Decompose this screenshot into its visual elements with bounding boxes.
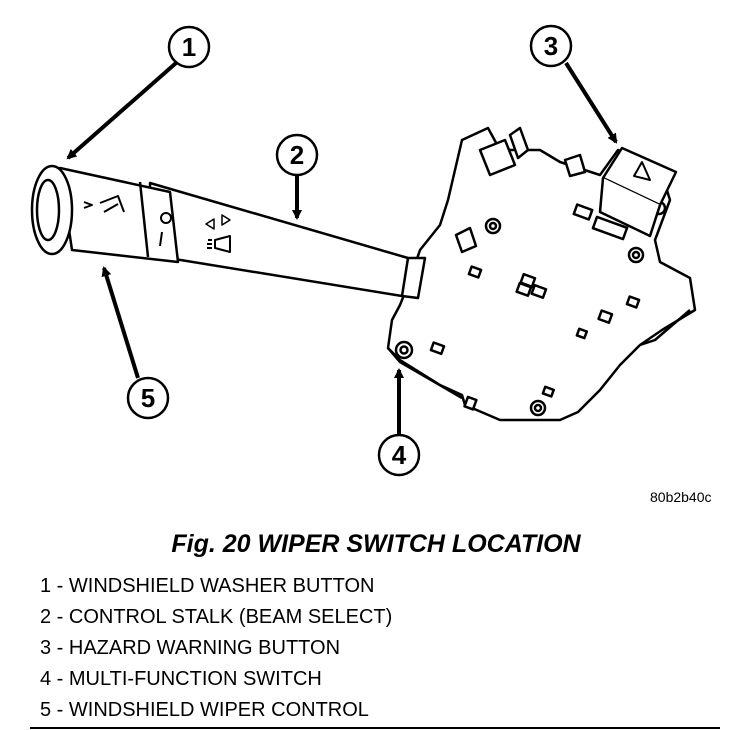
hazard-warning-button: [598, 146, 678, 238]
legend-item-4: 4 - MULTI-FUNCTION SWITCH: [40, 668, 322, 690]
leader-arrow-3: [564, 61, 618, 144]
callout-1: 1: [167, 25, 211, 69]
callout-5: 5: [126, 376, 170, 420]
svg-text:2: 2: [290, 140, 304, 170]
figure-reference-code: 80b2b40c: [650, 489, 712, 505]
legend-item-5: 5 - WINDSHIELD WIPER CONTROL: [40, 699, 369, 721]
legend-item-1: 1 - WINDSHIELD WASHER BUTTON: [40, 575, 375, 597]
leader-arrow-5: [101, 266, 140, 379]
bottom-divider: [30, 727, 720, 729]
leader-arrows: [66, 61, 618, 435]
wiper-switch-diagram: 1 2 3 4 5: [30, 24, 697, 477]
leader-arrow-1: [66, 61, 178, 160]
callout-3: 3: [529, 24, 573, 68]
washer-arrow-icon: [83, 201, 93, 209]
figure-caption: Fig. 20 WIPER SWITCH LOCATION: [171, 530, 581, 558]
control-stalk: [30, 164, 427, 300]
wiper-symbol-icon: [99, 195, 125, 213]
callout-2: 2: [275, 133, 319, 177]
legend-item-3: 3 - HAZARD WARNING BUTTON: [40, 637, 341, 659]
svg-text:4: 4: [392, 440, 407, 470]
turn-signal-arrows-icon: [205, 214, 231, 230]
headlamp-beam-icon: [207, 235, 231, 253]
legend-item-2: 2 - CONTROL STALK (BEAM SELECT): [40, 606, 393, 628]
hazard-triangle-icon: [633, 161, 651, 181]
legend-list: 1 - WINDSHIELD WASHER BUTTON 2 - CONTROL…: [40, 572, 392, 727]
indicator-dot-icon: [160, 212, 172, 224]
svg-text:5: 5: [141, 383, 155, 413]
callout-4: 4: [377, 433, 421, 477]
svg-text:1: 1: [182, 32, 196, 62]
svg-text:3: 3: [544, 31, 558, 61]
